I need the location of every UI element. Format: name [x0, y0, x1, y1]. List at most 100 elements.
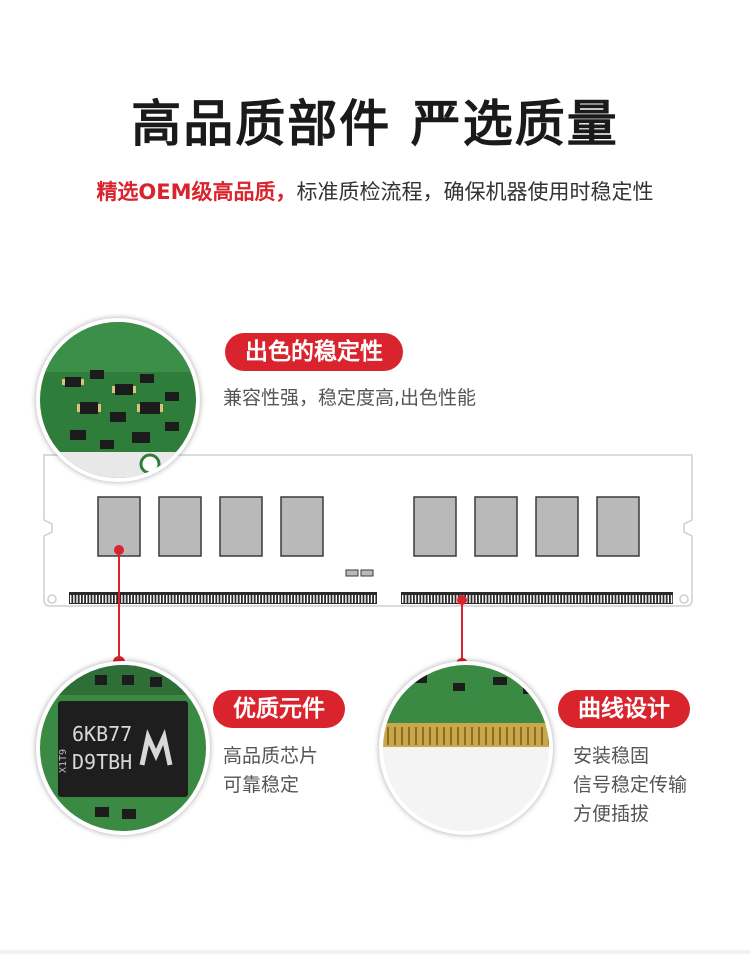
pin — [574, 595, 577, 603]
chip — [158, 496, 202, 557]
gold-pin — [457, 727, 459, 745]
pin — [262, 595, 264, 603]
pin — [185, 595, 187, 603]
pin — [92, 595, 94, 603]
chip — [413, 496, 457, 557]
pin — [73, 595, 75, 603]
gold-pin — [415, 727, 417, 745]
pin — [204, 595, 206, 603]
gold-pin — [485, 727, 487, 745]
page-title: 高品质部件 严选质量 — [131, 95, 619, 153]
feature-desc-curve-design: 安装稳固 信号稳定传输 方便插拔 — [573, 742, 687, 829]
pin — [326, 595, 328, 603]
pin — [629, 595, 631, 603]
pin — [478, 595, 481, 603]
pin — [268, 595, 270, 603]
pin — [172, 595, 174, 603]
pin — [411, 595, 413, 603]
spd-chips — [345, 569, 374, 577]
pin — [159, 595, 161, 603]
pin — [443, 595, 445, 603]
pin — [498, 595, 500, 603]
gold-pin — [436, 727, 438, 745]
pin — [424, 595, 426, 603]
pin — [306, 595, 309, 603]
pin — [153, 595, 155, 603]
pin — [504, 595, 506, 603]
callout-lines — [113, 545, 468, 670]
pin — [552, 595, 554, 603]
desc-line: 安装稳固 — [573, 745, 650, 767]
pin — [603, 595, 605, 603]
pin — [571, 595, 573, 603]
pin — [507, 595, 509, 603]
pin — [434, 595, 436, 603]
pin — [258, 595, 261, 603]
pin — [370, 595, 373, 603]
pin — [533, 595, 535, 603]
pin — [271, 595, 273, 603]
gold-finger-photo — [379, 661, 553, 835]
pin — [555, 595, 557, 603]
gold-pin — [429, 727, 431, 745]
pin — [670, 595, 673, 603]
pin — [536, 595, 538, 603]
pin — [542, 595, 545, 603]
gold-pin — [401, 727, 403, 745]
pin — [140, 595, 142, 603]
gold-pin — [387, 727, 389, 745]
pin — [626, 595, 628, 603]
pin — [374, 595, 376, 603]
pin — [89, 595, 91, 603]
chip-side-marking: X1T9 — [58, 749, 69, 773]
pin — [654, 595, 657, 603]
gold-pin — [471, 727, 473, 745]
chip-marking-line1: 6KB77 — [72, 722, 132, 746]
pin — [581, 595, 583, 603]
desc-line: 高品质芯片 — [223, 745, 319, 767]
pin — [472, 595, 474, 603]
pin — [450, 595, 452, 603]
pin — [95, 595, 97, 603]
pin — [619, 595, 621, 603]
pin — [530, 595, 532, 603]
pin — [520, 595, 522, 603]
pin — [278, 595, 280, 603]
pin — [102, 595, 104, 603]
pin — [405, 595, 407, 603]
pin — [329, 595, 331, 603]
pin — [616, 595, 618, 603]
pin — [319, 595, 321, 603]
pin — [198, 595, 200, 603]
pin — [310, 595, 312, 603]
pin — [562, 595, 564, 603]
pin — [332, 595, 334, 603]
pin — [632, 595, 634, 603]
pin — [287, 595, 289, 603]
pin — [645, 595, 647, 603]
pin — [178, 595, 181, 603]
pin — [488, 595, 490, 603]
pin — [300, 595, 302, 603]
pin — [358, 595, 360, 603]
pin — [546, 595, 548, 603]
pin — [351, 595, 353, 603]
pin — [510, 595, 513, 603]
pin — [137, 595, 139, 603]
pin — [226, 595, 229, 603]
pin — [143, 595, 145, 603]
pin — [648, 595, 650, 603]
gold-pin — [520, 727, 522, 745]
pin — [658, 595, 660, 603]
pin — [130, 595, 133, 603]
gold-pin — [513, 727, 515, 745]
pin — [220, 595, 222, 603]
pin — [526, 595, 529, 603]
feature-desc-components: 高品质芯片 可靠稳定 — [223, 742, 318, 800]
gold-pin — [408, 727, 410, 745]
pin — [134, 595, 136, 603]
pin — [86, 595, 88, 603]
pin — [482, 595, 484, 603]
pin — [175, 595, 177, 603]
pin — [191, 595, 193, 603]
